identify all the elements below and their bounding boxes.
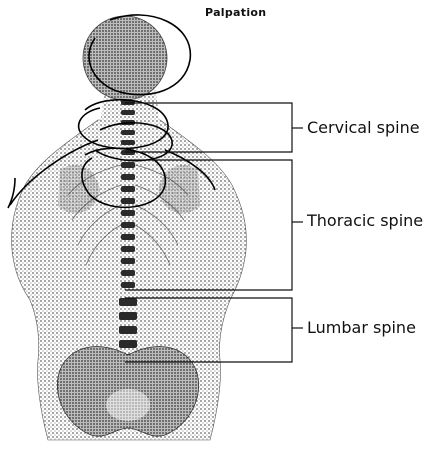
diagram-title: Palpation <box>205 6 266 19</box>
cervical-spine-label: Cervical spine <box>307 118 420 137</box>
thoracic-spine-label: Thoracic spine <box>307 211 423 230</box>
lumbar-spine-label: Lumbar spine <box>307 318 416 337</box>
head-shape <box>83 16 167 100</box>
pelvic-opening <box>106 389 150 421</box>
